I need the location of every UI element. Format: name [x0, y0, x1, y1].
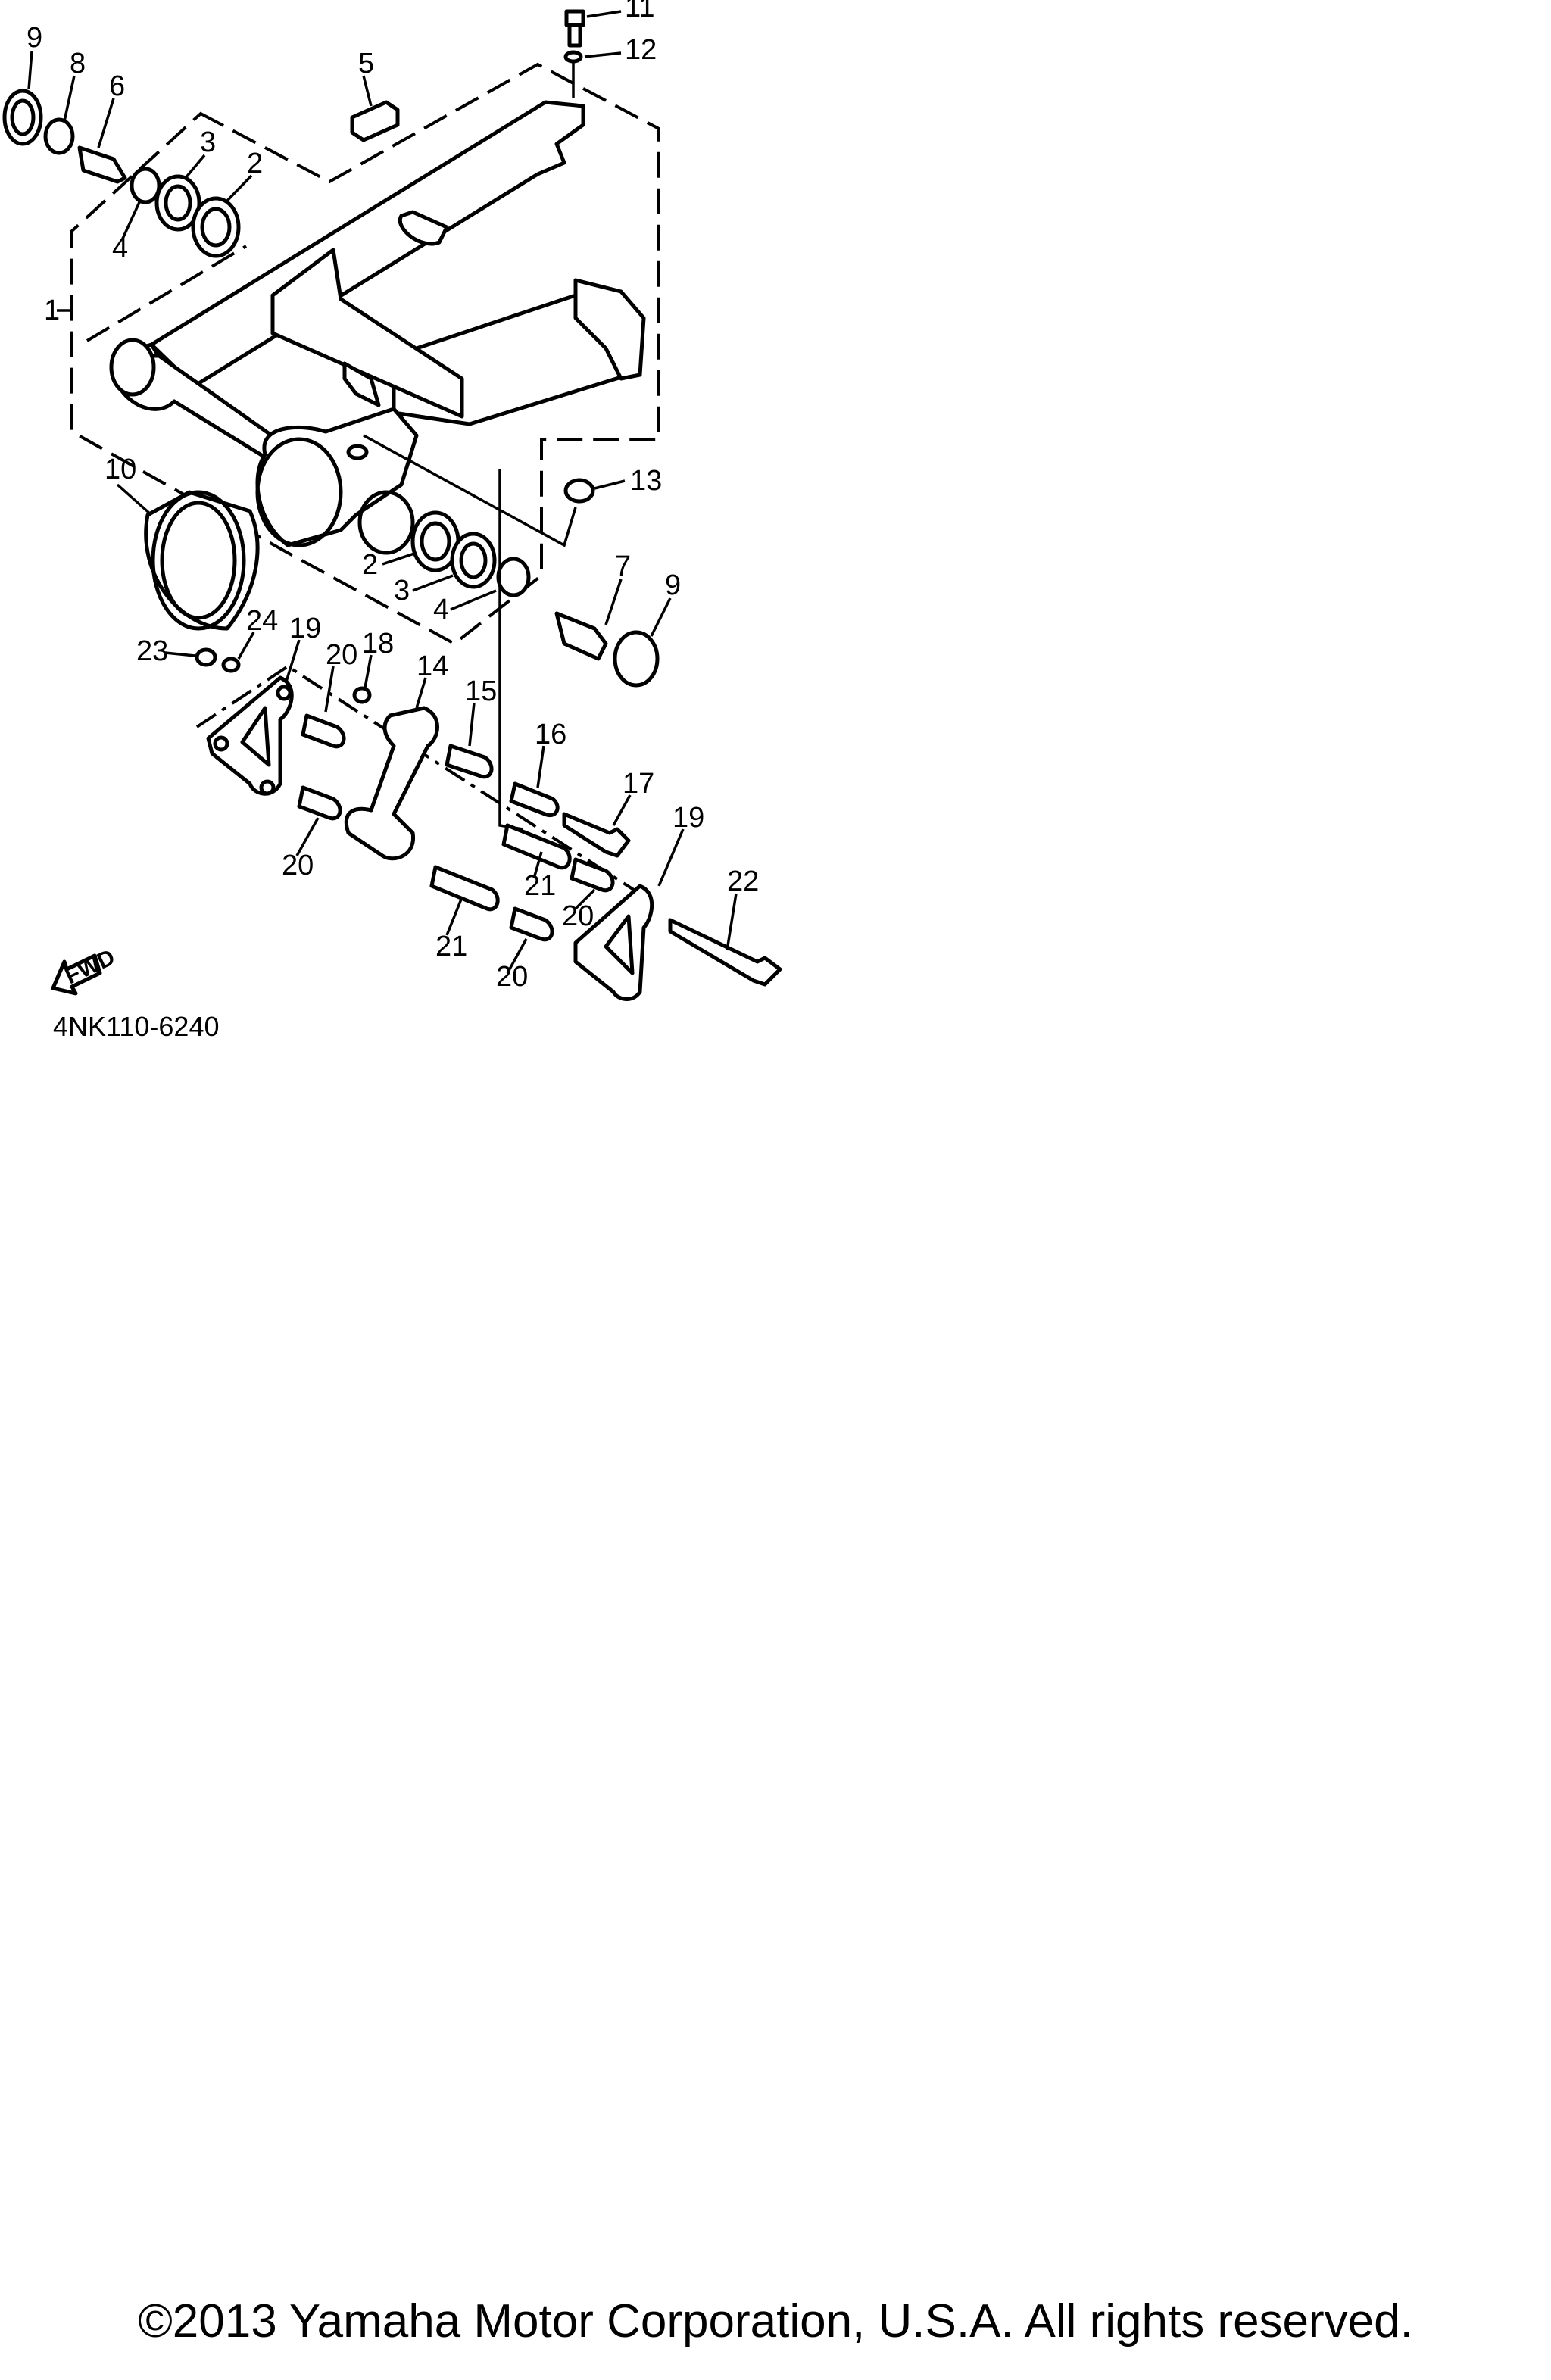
callout-15: 15	[465, 675, 497, 707]
oil-seal-9-right	[613, 630, 660, 688]
bearing-3-left	[154, 174, 201, 232]
callout-20: 20	[326, 639, 357, 671]
callout-18: 18	[362, 628, 394, 660]
diagram-code: 4NK110-6240	[53, 1011, 220, 1042]
callout-23: 23	[136, 635, 168, 667]
washer-24	[221, 657, 241, 673]
swing-arm-body	[109, 100, 646, 555]
bearing-2-left	[191, 196, 241, 258]
callout-20: 20	[496, 961, 528, 993]
callout-12: 12	[625, 34, 657, 66]
collar-21-a	[501, 823, 572, 870]
collar-20-b	[297, 785, 342, 821]
pivot-shaft-7	[554, 611, 608, 661]
bolt-22	[668, 918, 782, 987]
assembly-boundary-inner	[86, 245, 248, 342]
collar-20-d	[509, 906, 554, 942]
collar-4-right	[496, 557, 531, 597]
collar-20-a	[301, 713, 346, 749]
washer-12	[563, 50, 583, 64]
callout-1: 1	[44, 295, 60, 326]
collar-4-left	[130, 167, 161, 204]
linkage-parts	[195, 647, 782, 1001]
collar-16	[509, 781, 560, 818]
connecting-rod-14	[344, 706, 439, 861]
collar-20-c	[570, 857, 615, 893]
left-pivot-parts	[2, 89, 241, 258]
callout-8: 8	[70, 48, 86, 80]
callout-17: 17	[623, 768, 654, 800]
right-pivot-parts	[410, 478, 660, 688]
callout-16: 16	[535, 719, 566, 750]
nut-23	[195, 647, 217, 667]
callout-20: 20	[562, 900, 594, 932]
callout-14: 14	[417, 650, 448, 682]
callout-9: 9	[27, 22, 42, 54]
callout-9: 9	[665, 569, 681, 601]
callout-20: 20	[282, 850, 314, 881]
bolt-11	[564, 9, 585, 48]
callout-19: 19	[289, 613, 321, 644]
label-plate-5	[350, 100, 400, 142]
callout-24: 24	[246, 605, 278, 637]
callout-10: 10	[105, 454, 136, 485]
cap-13	[563, 478, 595, 504]
nut-8	[43, 117, 75, 155]
callout-11: 11	[625, 0, 654, 23]
relay-arm-19-left	[206, 675, 294, 796]
fwd-arrow-icon: FWD	[51, 945, 119, 996]
nut-18	[352, 686, 372, 704]
callout-4: 4	[112, 232, 128, 264]
collar-21-b	[429, 865, 500, 912]
collar-15	[445, 744, 494, 779]
bearing-3-right	[450, 532, 497, 589]
callout-22: 22	[727, 866, 759, 897]
callout-3: 3	[394, 575, 410, 607]
boot-10	[144, 490, 260, 631]
leader-lines	[27, 10, 738, 974]
callout-labels: 9 8 6 3 2 4 5 11 12 1 10 13 2 3 4 7 9 24…	[27, 0, 759, 993]
callout-2: 2	[247, 148, 263, 179]
callout-4: 4	[433, 594, 449, 625]
callout-21: 21	[435, 931, 467, 962]
callout-13: 13	[630, 465, 662, 497]
copyright-notice: ©2013 Yamaha Motor Corporation, U.S.A. A…	[138, 2295, 1413, 2347]
callout-6: 6	[109, 70, 125, 102]
fwd-label: FWD	[61, 945, 119, 990]
callout-21: 21	[524, 870, 556, 902]
callout-7: 7	[615, 551, 631, 582]
bolt-17	[562, 812, 631, 858]
assembly-boundary	[70, 62, 660, 646]
callout-5: 5	[358, 48, 374, 80]
callout-3: 3	[200, 126, 216, 158]
pivot-shaft-6	[77, 145, 127, 184]
callout-19: 19	[673, 802, 704, 834]
oil-seal-9-left	[2, 89, 43, 146]
callout-2: 2	[362, 549, 378, 581]
